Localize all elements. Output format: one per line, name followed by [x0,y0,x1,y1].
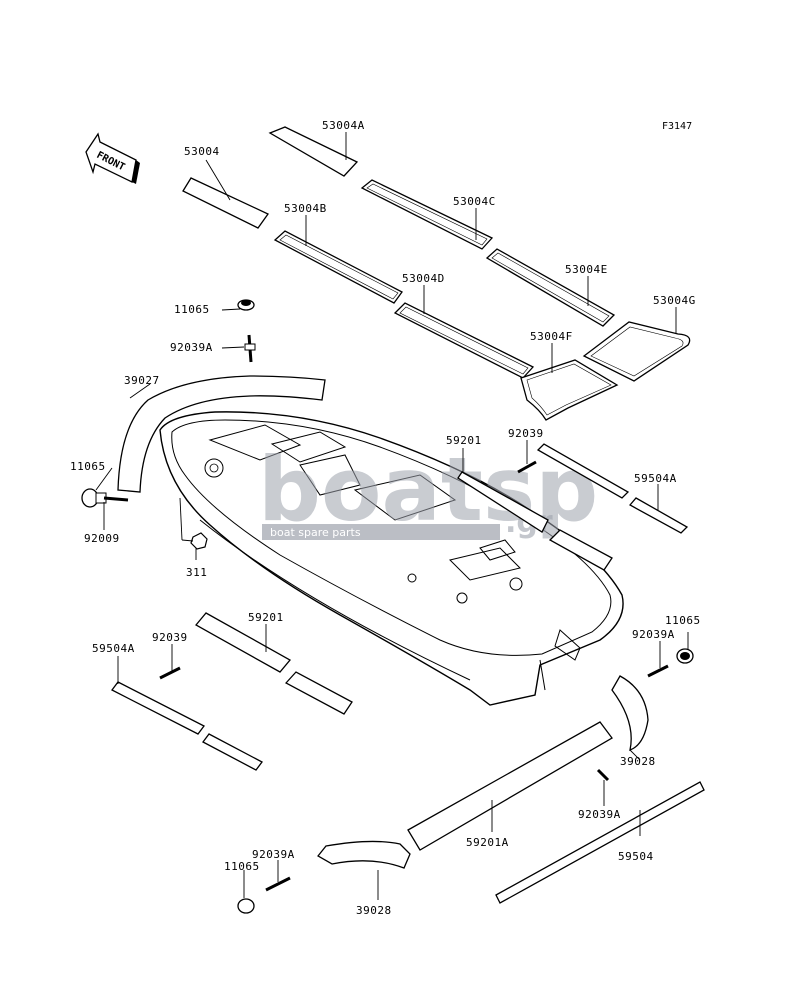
label-39028-bottom: 39028 [356,904,392,917]
label-92039A-right: 92039A [632,628,675,641]
mat-53004G [582,321,691,382]
label-53004A: 53004A [322,119,365,132]
label-59504A-right: 59504A [634,472,677,485]
rivet-92039-upper [517,460,537,474]
guard-39028-bottom [317,840,411,869]
rivet-92039A-bottom [265,876,291,892]
label-53004G: 53004G [653,294,696,307]
mat-53004D [393,302,535,379]
front-arrow-icon: FRONT [85,132,140,184]
cap-11065-top [237,299,255,311]
rail-59504A-upper [536,443,689,534]
mat-53004 [182,177,269,229]
mat-53004B [273,230,403,304]
mat-53004C [360,179,494,250]
label-59504A-left: 59504A [92,642,135,655]
rivet-92039A-right [647,664,669,678]
label-53004E: 53004E [565,263,608,276]
rivet-92039A-mid [596,768,610,782]
label-59201A: 59201A [466,836,509,849]
rivet-92039-lower [159,666,181,680]
label-92039A-mid: 92039A [578,808,621,821]
mat-53004A [268,126,359,177]
label-92039-top: 92039 [508,427,544,440]
label-92009: 92009 [84,532,120,545]
guard-39027 [117,375,326,493]
mat-53004E [485,248,616,327]
strake-59201-upper [457,471,613,571]
label-92039A-bottom: 92039A [252,848,295,861]
watermark-tagline: boat spare parts [270,526,361,539]
label-92039A-top: 92039A [170,341,213,354]
rivet-92039A-top [244,334,256,363]
label-53004D: 53004D [402,272,445,285]
strake-59201A [407,721,613,851]
label-39028-right: 39028 [620,755,656,768]
cap-11065-right [676,648,694,664]
label-39027: 39027 [124,374,160,387]
nut-311 [190,532,208,550]
label-11065-bottom: 11065 [224,860,260,873]
label-92039-left: 92039 [152,631,188,644]
guard-39028-right [611,675,649,752]
cap-11065-left [81,488,107,508]
rail-59504A-lower [111,681,263,771]
label-59201-top: 59201 [446,434,482,447]
cap-11065-bottom [237,898,255,914]
label-59504: 59504 [618,850,654,863]
label-53004F: 53004F [530,330,573,343]
label-11065-right: 11065 [665,614,701,627]
label-11065-top: 11065 [174,303,210,316]
label-53004B: 53004B [284,202,327,215]
label-53004: 53004 [184,145,220,158]
strake-59201-lower [194,612,353,715]
label-311: 311 [186,566,207,579]
mat-53004F [520,359,619,421]
screw-92009 [103,496,129,502]
label-59201-left: 59201 [248,611,284,624]
label-11065-left: 11065 [70,460,106,473]
rail-59504 [495,781,705,904]
hull [159,411,624,706]
figure-id: F3147 [662,121,692,132]
label-53004C: 53004C [453,195,496,208]
